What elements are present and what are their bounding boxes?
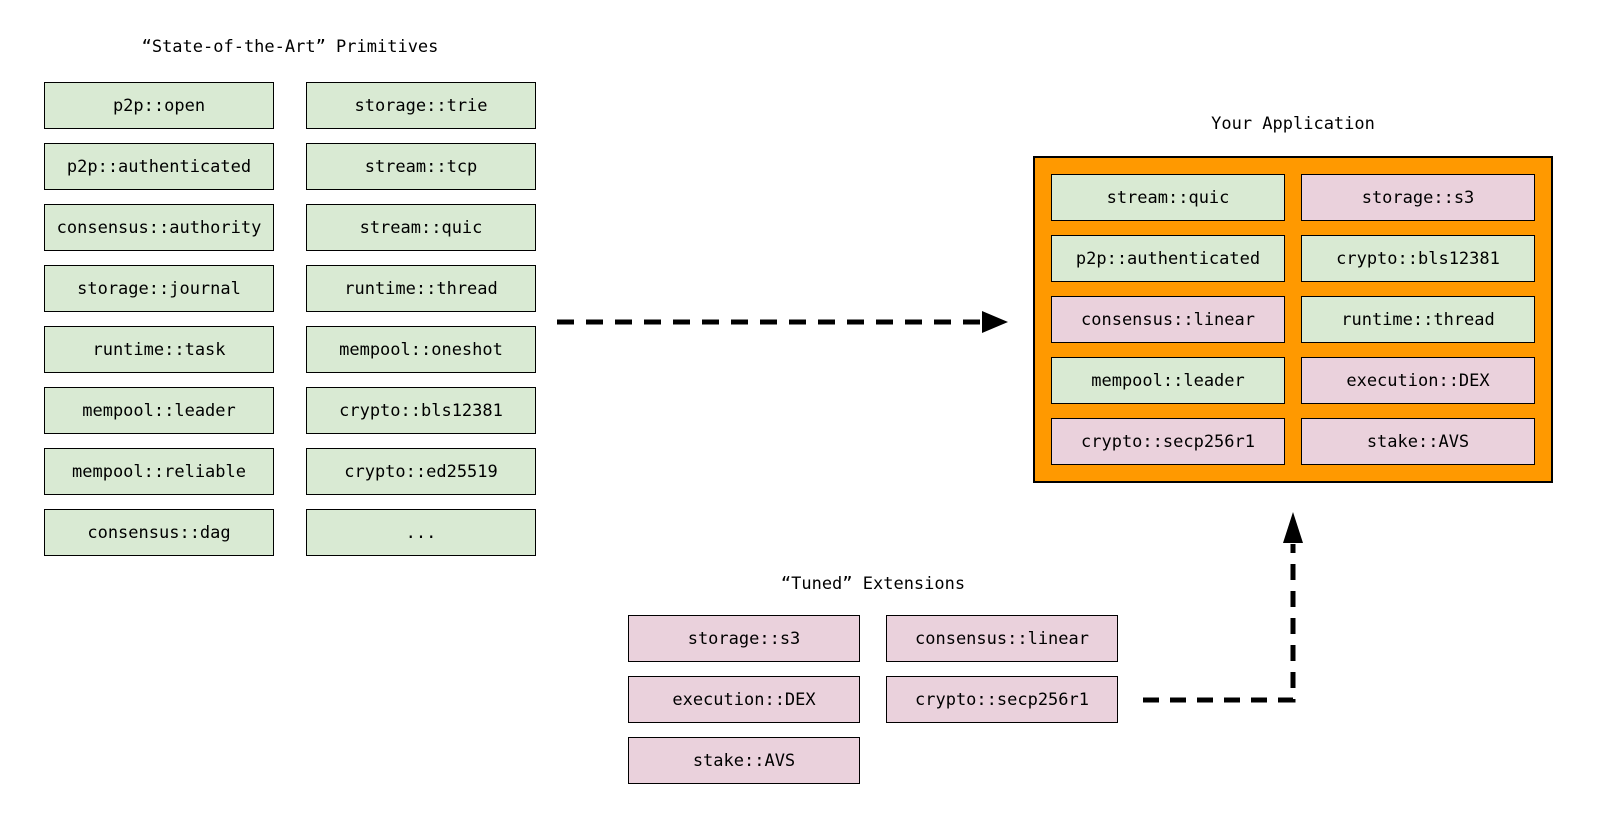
application-title: Your Application (1211, 114, 1375, 134)
app-box-p2p-authenticated: p2p::authenticated (1051, 235, 1285, 282)
box-mempool-oneshot: mempool::oneshot (306, 326, 536, 373)
ext-box-consensus-linear: consensus::linear (886, 615, 1118, 662)
ext-box-execution-dex: execution::DEX (628, 676, 860, 723)
box-stream-quic: stream::quic (306, 204, 536, 251)
box-consensus-dag: consensus::dag (44, 509, 274, 556)
ext-box-stake-avs: stake::AVS (628, 737, 860, 784)
app-box-stake-avs: stake::AVS (1301, 418, 1535, 465)
box-crypto-ed25519: crypto::ed25519 (306, 448, 536, 495)
box-consensus-authority: consensus::authority (44, 204, 274, 251)
primitives-column-2: storage::trie stream::tcp stream::quic r… (306, 82, 536, 556)
primitives-column-1: p2p::open p2p::authenticated consensus::… (44, 82, 274, 556)
application-column-1: stream::quic p2p::authenticated consensu… (1051, 174, 1285, 465)
dashed-arrow-extensions-to-application (1143, 512, 1303, 703)
app-box-runtime-thread: runtime::thread (1301, 296, 1535, 343)
box-storage-journal: storage::journal (44, 265, 274, 312)
ext-box-storage-s3: storage::s3 (628, 615, 860, 662)
app-box-consensus-linear: consensus::linear (1051, 296, 1285, 343)
arrowhead-up-icon (1283, 512, 1303, 543)
box-mempool-reliable: mempool::reliable (44, 448, 274, 495)
box-mempool-leader: mempool::leader (44, 387, 274, 434)
box-p2p-open: p2p::open (44, 82, 274, 129)
box-p2p-authenticated: p2p::authenticated (44, 143, 274, 190)
application-column-2: storage::s3 crypto::bls12381 runtime::th… (1301, 174, 1535, 465)
ext-box-crypto-secp256r1: crypto::secp256r1 (886, 676, 1118, 723)
app-box-mempool-leader: mempool::leader (1051, 357, 1285, 404)
app-box-stream-quic: stream::quic (1051, 174, 1285, 221)
primitives-title: “State-of-the-Art” Primitives (141, 37, 439, 57)
extensions-column-2: consensus::linear crypto::secp256r1 (886, 615, 1118, 723)
box-runtime-thread: runtime::thread (306, 265, 536, 312)
app-box-crypto-secp256r1: crypto::secp256r1 (1051, 418, 1285, 465)
box-ellipsis: ... (306, 509, 536, 556)
app-box-crypto-bls12381: crypto::bls12381 (1301, 235, 1535, 282)
extensions-title: “Tuned” Extensions (780, 574, 966, 594)
dashed-arrow-primitives-to-application (557, 311, 1008, 333)
app-box-storage-s3: storage::s3 (1301, 174, 1535, 221)
box-crypto-bls12381: crypto::bls12381 (306, 387, 536, 434)
arrowhead-right-icon (982, 311, 1008, 333)
box-stream-tcp: stream::tcp (306, 143, 536, 190)
app-box-execution-dex: execution::DEX (1301, 357, 1535, 404)
box-storage-trie: storage::trie (306, 82, 536, 129)
extensions-column-1: storage::s3 execution::DEX stake::AVS (628, 615, 860, 784)
box-runtime-task: runtime::task (44, 326, 274, 373)
application-container: stream::quic p2p::authenticated consensu… (1033, 156, 1553, 483)
